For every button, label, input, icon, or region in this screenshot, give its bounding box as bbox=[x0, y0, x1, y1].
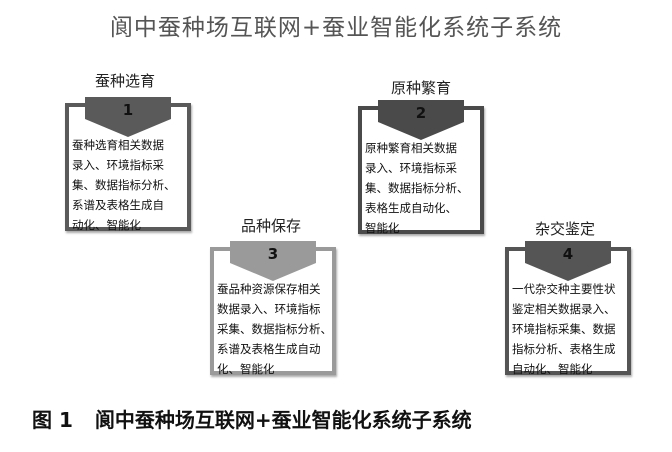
description-line: 化、智能化 bbox=[217, 362, 275, 376]
module-2-label: 原种繁育 bbox=[390, 79, 451, 97]
module-4-label: 杂交鉴定 bbox=[534, 220, 595, 238]
description-line: 鉴定相关数据录入、 bbox=[512, 302, 616, 316]
diagram-title: 阆中蚕种场互联网+蚕业智能化系统子系统 bbox=[109, 15, 563, 41]
description-line: 动化、智能化 bbox=[72, 218, 141, 232]
figure-caption: 图 1 阆中蚕种场互联网+蚕业智能化系统子系统 bbox=[32, 404, 472, 433]
module-4-box: 4 一代杂交种主要性状鉴定相关数据录入、环境指标采集、数据指标分析、表格生成自动… bbox=[505, 241, 631, 376]
module-2-number: 2 bbox=[415, 104, 427, 122]
description-line: 自动化、智能化 bbox=[512, 362, 593, 376]
description-line: 蚕种选育相关数据 bbox=[72, 138, 164, 152]
module-3-label: 品种保存 bbox=[240, 217, 301, 235]
description-line: 原种繁育相关数据 bbox=[365, 141, 457, 155]
module-3-description: 蚕品种资源保存相关数据录入、环境指标采集、数据指标分析、系谱及表格生成自动化、智… bbox=[217, 279, 333, 379]
module-1-number: 1 bbox=[122, 101, 134, 119]
description-line: 集、数据指标分析、 bbox=[72, 178, 176, 192]
description-line: 系谱及表格生成自 bbox=[72, 198, 164, 212]
description-line: 采集、数据指标分析、 bbox=[217, 322, 332, 336]
module-1-box: 1 蚕种选育相关数据录入、环境指标采集、数据指标分析、系谱及表格生成自动化、智能… bbox=[65, 97, 191, 232]
module-4-number: 4 bbox=[562, 245, 574, 263]
module-1-description: 蚕种选育相关数据录入、环境指标采集、数据指标分析、系谱及表格生成自动化、智能化 bbox=[72, 135, 188, 235]
description-line: 数据录入、环境指标 bbox=[217, 302, 321, 316]
description-line: 一代杂交种主要性状 bbox=[512, 282, 616, 296]
module-4-description: 一代杂交种主要性状鉴定相关数据录入、环境指标采集、数据指标分析、表格生成自动化、… bbox=[512, 279, 628, 379]
module-2-box: 2 原种繁育相关数据录入、环境指标采集、数据指标分析、表格生成自动化、智能化 bbox=[358, 100, 484, 235]
module-3-box: 3 蚕品种资源保存相关数据录入、环境指标采集、数据指标分析、系谱及表格生成自动化… bbox=[210, 241, 336, 376]
description-line: 环境指标采集、数据 bbox=[512, 322, 616, 336]
description-line: 指标分析、表格生成 bbox=[512, 342, 616, 356]
description-line: 系谱及表格生成自动 bbox=[217, 342, 321, 356]
module-1-label: 蚕种选育 bbox=[94, 72, 155, 90]
description-line: 表格生成自动化、 bbox=[365, 201, 457, 215]
description-line: 蚕品种资源保存相关 bbox=[217, 282, 321, 296]
description-line: 录入、环境指标采 bbox=[365, 161, 457, 175]
module-2-description: 原种繁育相关数据录入、环境指标采集、数据指标分析、表格生成自动化、智能化 bbox=[365, 138, 481, 238]
description-line: 集、数据指标分析、 bbox=[365, 181, 469, 195]
module-3-number: 3 bbox=[267, 245, 279, 263]
description-line: 录入、环境指标采 bbox=[72, 158, 164, 172]
figure-caption-text: 阆中蚕种场互联网+蚕业智能化系统子系统 bbox=[94, 408, 472, 432]
figure-number: 图 1 bbox=[32, 408, 73, 432]
description-line: 智能化 bbox=[365, 221, 400, 235]
